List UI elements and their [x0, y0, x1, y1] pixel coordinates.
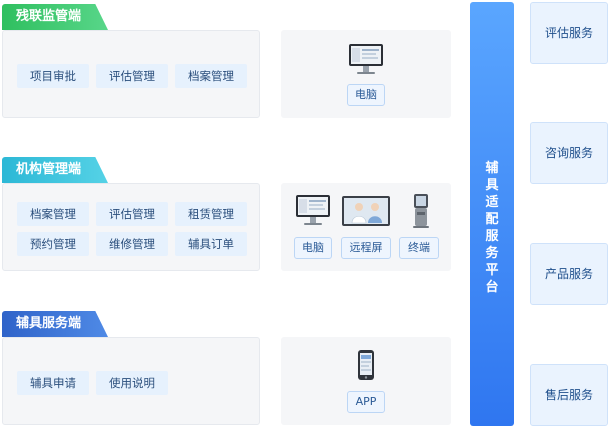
service-box-product[interactable]: 产品服务	[530, 243, 608, 305]
remote-screen-icon	[342, 196, 390, 226]
device-panel-supervision: 电脑	[281, 30, 451, 118]
platform-bar: 辅具适配服务平台	[470, 2, 514, 426]
service-box-consulting[interactable]: 咨询服务	[530, 122, 608, 184]
function-panel-supervision: 项目审批 评估管理 档案管理	[2, 30, 260, 118]
computer-icon	[296, 195, 330, 225]
function-panel-institution: 档案管理 评估管理 租赁管理 预约管理 维修管理 辅具订单	[2, 183, 260, 271]
function-chip[interactable]: 维修管理	[96, 232, 168, 256]
service-box-after-sales[interactable]: 售后服务	[530, 364, 608, 426]
function-chip[interactable]: 项目审批	[17, 64, 89, 88]
device-label-terminal: 终端	[399, 237, 439, 259]
function-chip[interactable]: 档案管理	[175, 64, 247, 88]
device-label-app: APP	[347, 391, 385, 413]
smartphone-icon	[358, 350, 374, 380]
device-label-computer: 电脑	[347, 84, 385, 106]
device-panel-service: APP	[281, 337, 451, 425]
service-box-evaluation[interactable]: 评估服务	[530, 2, 608, 64]
function-panel-service: 辅具申请 使用说明	[2, 337, 260, 425]
section-title-supervision: 残联监管端	[2, 4, 108, 30]
section-title-service: 辅具服务端	[2, 311, 108, 337]
function-chip[interactable]: 评估管理	[96, 64, 168, 88]
computer-icon	[349, 44, 383, 74]
terminal-icon	[413, 194, 429, 228]
function-chip[interactable]: 辅具订单	[175, 232, 247, 256]
platform-label: 辅具适配服务平台	[485, 161, 499, 295]
function-chip[interactable]: 辅具申请	[17, 371, 89, 395]
function-chip[interactable]: 评估管理	[96, 202, 168, 226]
device-label-remote-screen: 远程屏	[341, 237, 391, 259]
function-chip[interactable]: 使用说明	[96, 371, 168, 395]
device-panel-institution: 电脑 远程屏 终端	[281, 183, 451, 271]
section-title-institution: 机构管理端	[2, 157, 108, 183]
device-label-computer: 电脑	[294, 237, 332, 259]
function-chip[interactable]: 预约管理	[17, 232, 89, 256]
function-chip[interactable]: 档案管理	[17, 202, 89, 226]
function-chip[interactable]: 租赁管理	[175, 202, 247, 226]
